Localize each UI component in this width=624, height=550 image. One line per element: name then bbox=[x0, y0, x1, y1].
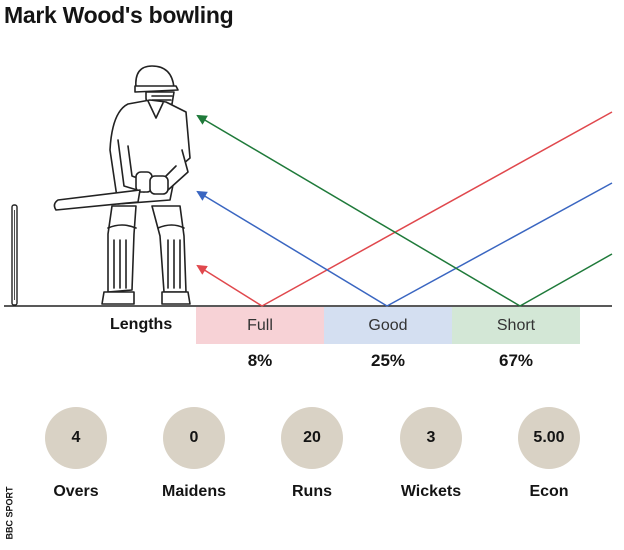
lengths-label: Lengths bbox=[110, 316, 173, 333]
length-pct-short: 67% bbox=[498, 351, 534, 370]
length-pct-full: 8% bbox=[247, 351, 273, 370]
length-zone-full: Full bbox=[196, 307, 324, 344]
trajectory-out-good bbox=[196, 190, 388, 307]
pitch-graphic bbox=[4, 65, 613, 307]
trajectory-in-short bbox=[519, 253, 613, 307]
stumps-icon bbox=[11, 204, 18, 306]
stat-label-runs: Runs bbox=[292, 483, 332, 500]
trajectory-in-good bbox=[386, 182, 613, 307]
stat-value-maidens: 0 bbox=[163, 407, 225, 469]
length-pct-good: 25% bbox=[370, 351, 406, 370]
stat-value-econ: 5.00 bbox=[518, 407, 580, 469]
trajectory-out-short bbox=[196, 114, 521, 307]
stat-label-maidens: Maidens bbox=[161, 483, 226, 500]
stat-value-overs: 4 bbox=[45, 407, 107, 469]
stat-value-runs: 20 bbox=[281, 407, 343, 469]
length-zone-good: Good bbox=[324, 307, 452, 344]
bbc-sport-logo: BBC SPORT bbox=[2, 482, 16, 546]
trajectory-in-full bbox=[261, 111, 613, 307]
chart-title: Mark Wood's bowling bbox=[4, 2, 234, 28]
stat-label-econ: Econ bbox=[529, 483, 569, 500]
trajectory-out-full bbox=[196, 264, 263, 307]
length-zone-short: Short bbox=[452, 307, 580, 344]
stat-value-wickets: 3 bbox=[400, 407, 462, 469]
ball-trajectories bbox=[196, 111, 613, 307]
batter-illustration bbox=[53, 65, 191, 305]
stat-label-overs: Overs bbox=[53, 483, 99, 500]
stat-label-wickets: Wickets bbox=[400, 483, 462, 500]
logo-text: BBC SPORT bbox=[4, 486, 15, 540]
